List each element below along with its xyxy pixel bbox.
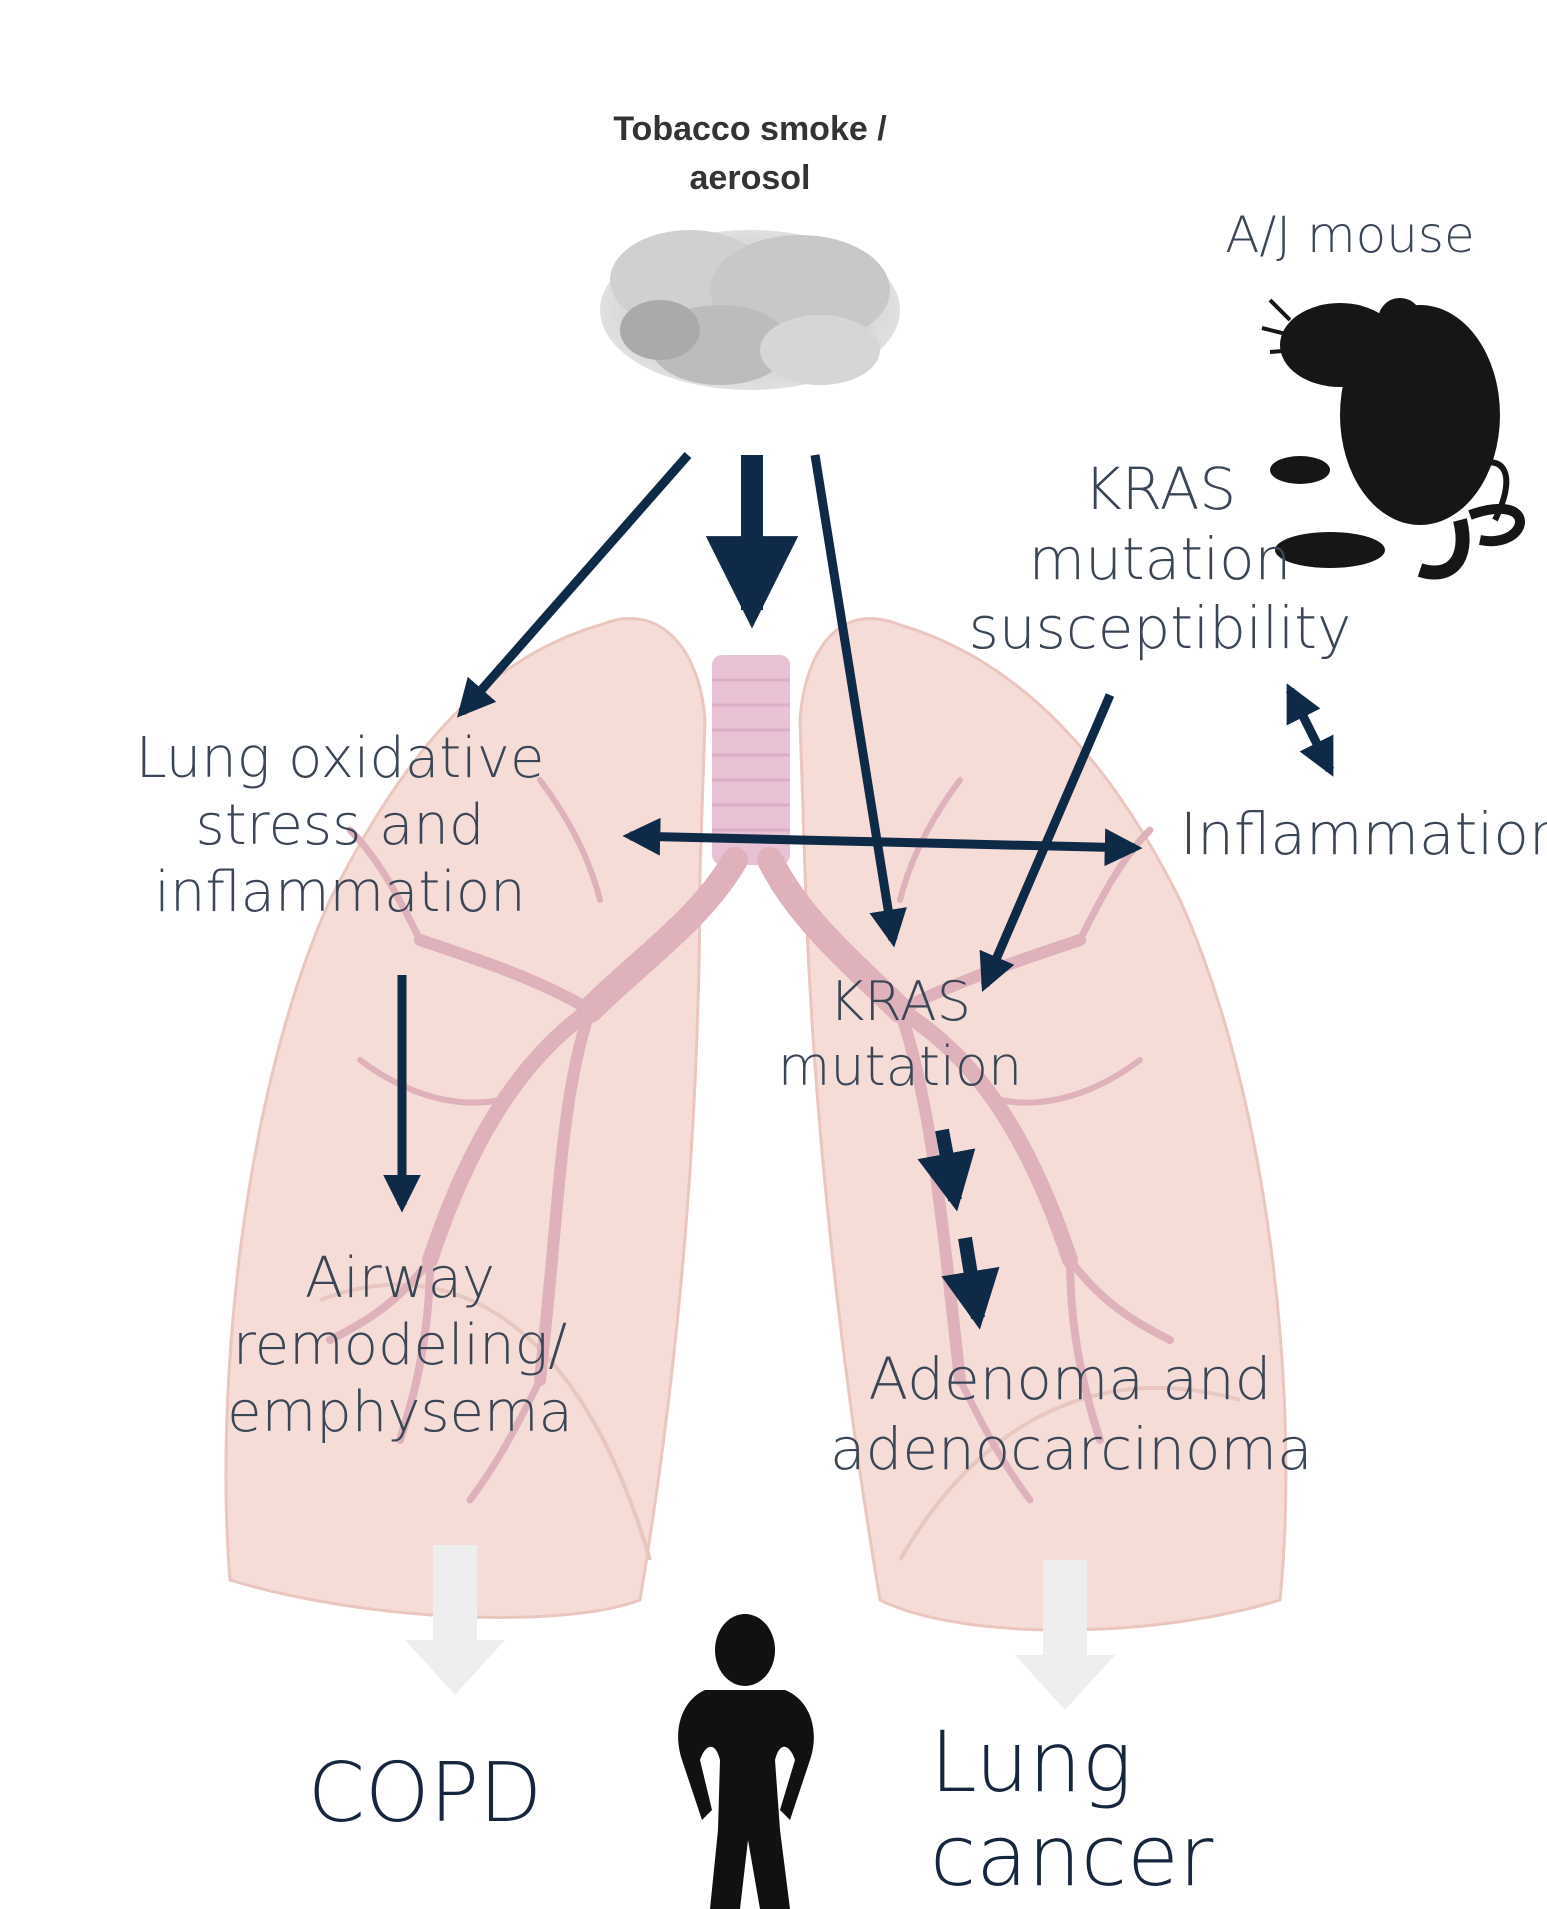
adenoma-label: Adenoma and adenocarcinoma [830,1345,1310,1484]
smoke-cloud-icon [600,230,900,390]
mouse-label: A/J mouse [1190,205,1510,265]
human-silhouette-icon [678,1614,814,1909]
copd-label: COPD [270,1745,580,1843]
oxidative-stress-label: Lung oxidative stress and inflammation [130,725,550,927]
arrow-susceptibility-inflammation [1290,690,1330,770]
airway-remodeling-label: Airway remodeling/ emphysema [200,1245,600,1447]
lung-cancer-label: Lung cancer [930,1715,1230,1903]
inflammation-label: Inflammation [1180,800,1540,870]
smoke-label: Tobacco smoke / aerosol [560,105,940,204]
kras-susceptibility-label: KRAS mutation susceptibility [960,455,1360,664]
kras-mutation-label: KRAS mutation [740,970,1060,1100]
